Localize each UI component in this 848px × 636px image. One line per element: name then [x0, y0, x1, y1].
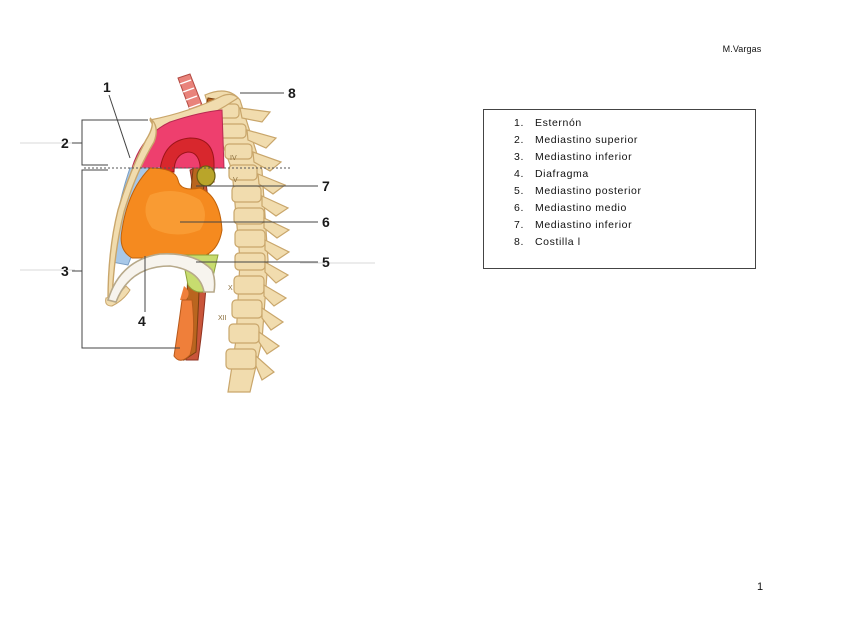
vertebra-mark-x: X: [228, 285, 233, 292]
leader-lines: [72, 92, 318, 349]
legend-list: 1.Esternón 2.Mediastino superior 3.Media…: [514, 115, 755, 251]
legend-item: 8.Costilla l: [514, 234, 755, 251]
legend-item: 1.Esternón: [514, 115, 755, 132]
background-guides: [20, 142, 375, 271]
diaphragm: [106, 253, 216, 303]
author-name: M.Vargas: [722, 44, 762, 54]
legend-item: 3.Mediastino inferior: [514, 149, 755, 166]
spinous-processes: [239, 107, 291, 381]
stomach-top: [180, 286, 189, 300]
vertebra-mark-iv: IV: [230, 155, 237, 162]
callout-5: 5: [322, 254, 330, 270]
aorta-section: [196, 165, 216, 187]
legend-item-label: Mediastino inferior: [535, 219, 633, 231]
legend-item-label: Costilla l: [535, 236, 581, 248]
callout-2: 2: [61, 135, 69, 151]
legend-item: 2.Mediastino superior: [514, 132, 755, 149]
legend-item-label: Mediastino posterior: [535, 185, 642, 197]
legend-item: 5.Mediastino posterior: [514, 183, 755, 200]
vertebral-column: [204, 90, 269, 393]
legend-item: 7.Mediastino inferior: [514, 217, 755, 234]
legend-item: 6.Mediastino medio: [514, 200, 755, 217]
callout-3: 3: [61, 263, 69, 279]
callout-7: 7: [322, 178, 330, 194]
legend-item-label: Diafragma: [535, 168, 589, 180]
legend-item: 4.Diafragma: [514, 166, 755, 183]
vertebra-mark-v: V: [233, 177, 238, 184]
callout-8: 8: [288, 85, 296, 101]
legend-item-label: Mediastino inferior: [535, 151, 633, 163]
esophagus-lower: [173, 299, 195, 361]
vertebra-labels: IV V X XII: [218, 155, 238, 322]
callout-1: 1: [103, 79, 111, 95]
page-number: 1: [757, 581, 764, 593]
heart-highlight: [145, 191, 205, 235]
callout-6: 6: [322, 214, 330, 230]
legend-item-label: Esternón: [535, 117, 582, 129]
legend-item-label: Mediastino medio: [535, 202, 627, 214]
vertebra-mark-xii: XII: [218, 315, 227, 322]
legend-box: 1.Esternón 2.Mediastino superior 3.Media…: [483, 109, 756, 269]
callout-4: 4: [138, 313, 146, 329]
legend-item-label: Mediastino superior: [535, 134, 639, 146]
